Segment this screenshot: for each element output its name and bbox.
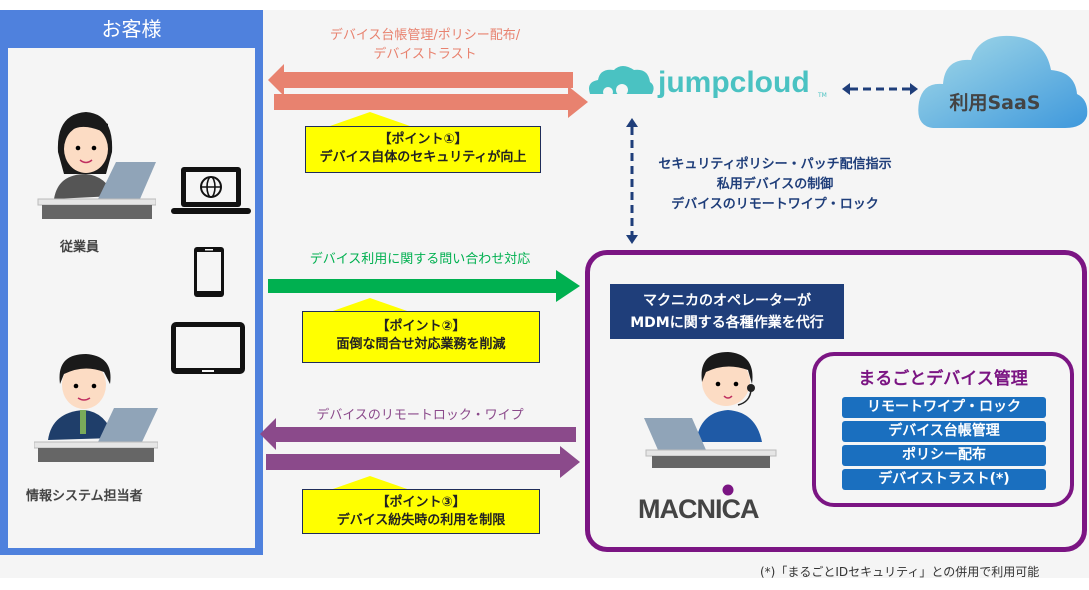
jumpcloud-macnica-dashed-arrow <box>626 118 638 244</box>
callout-3-pointer <box>330 476 410 490</box>
customer-panel-body <box>8 48 255 548</box>
it-staff-label: 情報システム担当者 <box>26 489 143 504</box>
point-2-title: 【ポイント②】 <box>376 319 466 334</box>
macnica-logo-dot-icon <box>722 484 734 496</box>
jumpcloud-cloud-logo-icon <box>589 66 654 97</box>
point-1-title: 【ポイント①】 <box>378 132 468 147</box>
callout-2-pointer <box>330 298 410 312</box>
flow-1-bidirectional-arrow <box>268 64 588 118</box>
flow-3-left-arrow <box>260 418 576 450</box>
marugoto-device-management-box <box>812 352 1074 507</box>
point-2-callout: 【ポイント②】 面倒な問合せ対応業務を削減 <box>302 311 540 363</box>
service-item-device-ledger: デバイス台帳管理 <box>842 421 1046 442</box>
flow-1-right-arrow <box>274 86 588 118</box>
macnica-service-box <box>585 250 1087 552</box>
saas-label: 利用SaaS <box>949 92 1041 114</box>
flow-2-label: デバイス利用に関する問い合わせ対応 <box>309 252 531 267</box>
directive-1: セキュリティポリシー・パッチ配信指示 <box>658 157 892 172</box>
flow-3-label: デバイスのリモートロック・ワイプ <box>316 408 524 423</box>
jumpcloud-saas-dashed-arrow <box>842 83 918 95</box>
point-3-text: デバイス紛失時の利用を制限 <box>336 513 506 528</box>
employee-illustration-icon <box>37 112 156 219</box>
tablet-icon <box>171 322 245 374</box>
point-2-text: 面倒な問合せ対応業務を削減 <box>336 337 506 352</box>
directive-2: 私用デバイスの制御 <box>716 177 834 192</box>
directive-3: デバイスのリモートワイプ・ロック <box>671 197 879 212</box>
flow-3-bidirectional-arrow <box>260 418 580 478</box>
callout-1-pointer <box>330 112 410 126</box>
flow-1-label-line1: デバイス台帳管理/ポリシー配布/ <box>329 28 521 43</box>
service-item-remote-wipe-lock: リモートワイプ・ロック <box>842 397 1046 418</box>
operator-banner-line2: MDMに関する各種作業を代行 <box>630 315 824 331</box>
saas-cloud-icon <box>918 35 1088 128</box>
point-1-callout: 【ポイント①】 デバイス自体のセキュリティが向上 <box>305 126 541 173</box>
service-item-policy-distribution: ポリシー配布 <box>842 445 1046 466</box>
service-item-device-trust: デバイストラスト(*) <box>842 469 1046 490</box>
it-staff-illustration-icon <box>34 354 158 462</box>
smartphone-icon <box>194 247 224 297</box>
flow-1-left-arrow <box>268 64 573 96</box>
footnote: (*)「まるごとIDセキュリティ」との併用で利用可能 <box>760 565 1040 579</box>
customer-panel-title: お客様 <box>101 17 162 41</box>
flow-1-label-line2: デバイストラスト <box>373 47 477 62</box>
flow-2-right-arrow <box>268 270 580 302</box>
employee-label: 従業員 <box>60 240 100 255</box>
jumpcloud-directives: セキュリティポリシー・パッチ配信指示 私用デバイスの制御 デバイスのリモートワイ… <box>630 155 920 215</box>
macnica-logo-text: MACNICA <box>638 494 759 524</box>
flow-1-label: デバイス台帳管理/ポリシー配布/ デバイストラスト <box>275 24 575 62</box>
laptop-globe-icon <box>171 167 251 214</box>
operator-banner: マクニカのオペレーターが MDMに関する各種作業を代行 <box>610 284 844 339</box>
point-3-callout: 【ポイント③】 デバイス紛失時の利用を制限 <box>302 489 540 534</box>
point-3-title: 【ポイント③】 <box>376 495 466 510</box>
operator-banner-line1: マクニカのオペレーターが <box>643 293 811 309</box>
jumpcloud-trademark: TM <box>818 92 827 99</box>
point-1-text: デバイス自体のセキュリティが向上 <box>319 150 527 165</box>
operator-illustration-icon <box>644 352 777 468</box>
flow-3-right-arrow <box>266 446 580 478</box>
service-title: まるごとデバイス管理 <box>858 369 1028 389</box>
jumpcloud-logo-text: jumpcloud <box>658 66 810 99</box>
